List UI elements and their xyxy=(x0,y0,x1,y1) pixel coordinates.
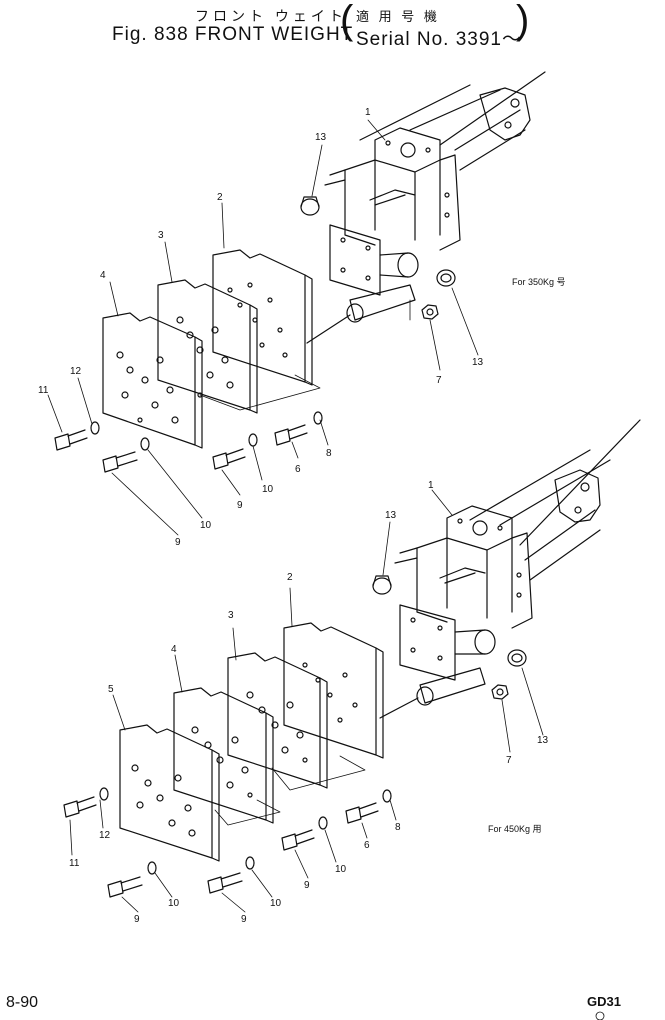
callout-6: 6 xyxy=(295,464,301,475)
lower-bolt-6 xyxy=(345,789,392,824)
corner-mark xyxy=(595,1011,605,1020)
upper-callouts: 13 1 2 3 4 12 11 13 7 8 6 10 9 10 9 xyxy=(38,107,484,548)
upper-plate-3 xyxy=(157,279,258,414)
figure-title: Fig. 838 FRONT WEIGHT xyxy=(112,24,354,45)
callout-8: 8 xyxy=(395,822,401,833)
upper-bolt-9b xyxy=(212,433,258,470)
upper-bolt-6 xyxy=(274,411,323,446)
callout-11: 11 xyxy=(69,858,80,869)
callout-9b: 9 xyxy=(241,914,247,925)
callout-2: 2 xyxy=(287,572,293,583)
lower-frame xyxy=(379,505,533,719)
callout-12: 12 xyxy=(70,366,82,377)
lower-plate-2 xyxy=(283,622,384,759)
title-japanese: フロント ウェイト xyxy=(195,8,347,24)
lower-assembly: 13 1 2 3 4 5 12 11 13 7 8 6 10 9 10 9 10… xyxy=(63,419,641,925)
callout-4: 4 xyxy=(171,644,177,655)
lower-cap-13a xyxy=(372,575,392,595)
callout-13: 13 xyxy=(385,510,397,521)
callout-9c: 9 xyxy=(134,914,140,925)
callout-10a: 10 xyxy=(262,484,274,495)
callout-10a: 10 xyxy=(335,864,347,875)
callout-13b: 13 xyxy=(472,357,484,368)
model-code: GD31 xyxy=(587,994,621,1009)
callout-6: 6 xyxy=(364,840,370,851)
lower-bolt-9c xyxy=(281,816,328,851)
callout-8: 8 xyxy=(326,448,332,459)
upper-weight-note: For 350Kg 号 xyxy=(512,277,566,287)
lower-boom-arm xyxy=(469,419,641,581)
upper-leader-lines xyxy=(47,119,479,536)
callout-10c: 10 xyxy=(168,898,180,909)
callout-7: 7 xyxy=(436,375,442,386)
lower-bolt-9b xyxy=(207,856,255,894)
callout-2: 2 xyxy=(217,192,223,203)
callout-1: 1 xyxy=(365,107,371,118)
lower-plate-3 xyxy=(227,652,328,789)
lower-leader-lines xyxy=(69,489,544,913)
upper-cap-13b xyxy=(436,269,456,287)
callout-10b: 10 xyxy=(200,520,212,531)
open-paren: ( xyxy=(340,0,354,42)
callout-3: 3 xyxy=(228,610,234,621)
lower-nut-7 xyxy=(491,684,509,700)
callout-4: 4 xyxy=(100,270,106,281)
serial-number: Serial No. 3391～ xyxy=(356,29,522,50)
upper-bolt-11 xyxy=(54,421,100,451)
callout-5: 5 xyxy=(108,684,114,695)
upper-plate-2 xyxy=(212,249,313,386)
callout-9a: 9 xyxy=(237,500,243,511)
lower-plate-4 xyxy=(173,687,274,824)
lower-plate-5 xyxy=(119,724,220,862)
lower-weight-note: For 450Kg 用 xyxy=(488,824,542,834)
upper-boom-arm xyxy=(359,71,546,171)
callout-1: 1 xyxy=(428,480,434,491)
page-number: 8-90 xyxy=(6,994,39,1011)
lower-bolt-9a xyxy=(107,861,157,898)
upper-plate-4 xyxy=(102,312,203,449)
lower-callouts: 13 1 2 3 4 5 12 11 13 7 8 6 10 9 10 9 10… xyxy=(69,480,549,925)
lower-bolt-11 xyxy=(63,787,109,818)
upper-nut-7 xyxy=(421,304,439,320)
callout-9a: 9 xyxy=(304,880,310,891)
lower-cap-13b xyxy=(507,649,527,667)
callout-13b: 13 xyxy=(537,735,549,746)
upper-cap-13a xyxy=(300,196,320,216)
callout-10b: 10 xyxy=(270,898,282,909)
close-paren: ) xyxy=(516,0,530,42)
upper-assembly: 13 1 2 3 4 12 11 13 7 8 6 10 9 10 9 For … xyxy=(38,71,566,548)
callout-3: 3 xyxy=(158,230,164,241)
callout-12: 12 xyxy=(99,830,111,841)
callout-13: 13 xyxy=(315,132,327,143)
callout-7: 7 xyxy=(506,755,512,766)
upper-frame xyxy=(306,127,461,344)
callout-11: 11 xyxy=(38,385,49,396)
upper-bolt-9a xyxy=(102,437,150,473)
callout-9b: 9 xyxy=(175,537,181,548)
serial-label-japanese: 適 用 号 機 xyxy=(356,9,440,24)
